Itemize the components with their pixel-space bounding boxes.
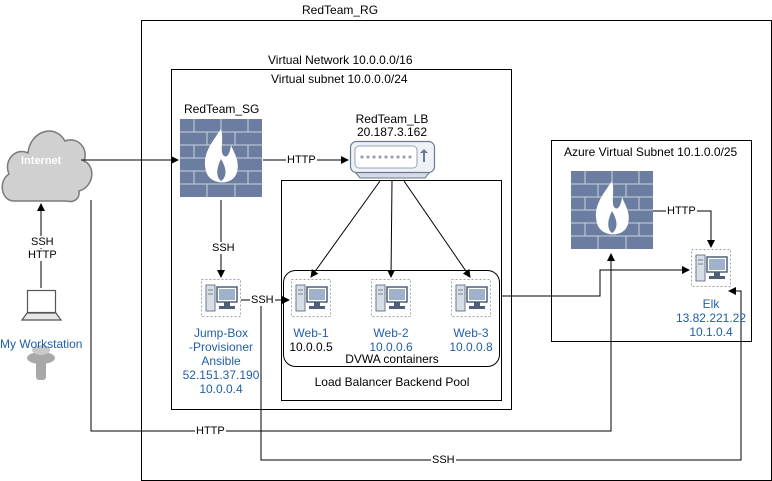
load-balancer-name: RedTeam_LB bbox=[355, 112, 429, 126]
workstation-label: My Workstation bbox=[0, 337, 83, 351]
edge-lb-to-web3 bbox=[403, 180, 471, 278]
azure-subnet-box bbox=[551, 140, 752, 342]
edge-label-bottom-http: HTTP bbox=[195, 425, 226, 437]
vnet-box bbox=[171, 69, 512, 410]
internet-cloud-icon bbox=[1, 130, 93, 203]
elk-public-ip: 13.82.221.22 bbox=[675, 311, 747, 325]
edge-label-workstation-ssh: SSH bbox=[30, 236, 55, 248]
jump-box-tool: Ansible bbox=[201, 354, 241, 368]
web-2-server-icon bbox=[370, 278, 412, 318]
elk-name: Elk bbox=[702, 297, 720, 311]
subnet-label: Virtual subnet 10.0.0.0/24 bbox=[271, 72, 408, 86]
edge-label-bottom-ssh: SSH bbox=[431, 454, 456, 466]
firewall-icon bbox=[570, 170, 654, 250]
internet-label: Internet bbox=[21, 155, 62, 167]
web-1-server-icon bbox=[290, 278, 332, 318]
jump-box-public-ip: 52.151.37.190 bbox=[182, 368, 260, 382]
web-2-ip: 10.0.0.6 bbox=[369, 340, 413, 354]
resource-group-box bbox=[141, 20, 772, 481]
web-3-name: Web-3 bbox=[453, 326, 489, 340]
jump-box-name: Jump-Box bbox=[193, 326, 249, 340]
backend-pool-label: Load Balancer Backend Pool bbox=[314, 375, 470, 389]
vnet-label: Virtual Network 10.0.0.0/16 bbox=[268, 53, 413, 67]
web-3-server-icon bbox=[450, 278, 492, 318]
jump-box-private-ip: 10.0.0.4 bbox=[199, 382, 243, 396]
edge-pool-to-elk bbox=[502, 266, 690, 297]
load-balancer-ip: 20.187.3.162 bbox=[356, 125, 428, 139]
elk-private-ip: 10.1.0.4 bbox=[689, 325, 733, 339]
elk-server-icon bbox=[690, 248, 732, 288]
edge-label-azure-http: HTTP bbox=[666, 205, 697, 217]
edge-bottom-http bbox=[90, 200, 615, 432]
user-icon bbox=[27, 345, 55, 380]
jump-box-role: -Provisioner bbox=[188, 340, 254, 354]
load-balancer-icon bbox=[349, 140, 436, 179]
web-1-name: Web-1 bbox=[293, 326, 329, 340]
edge-label-sg-to-lb: HTTP bbox=[286, 154, 317, 166]
web-2-name: Web-2 bbox=[373, 326, 409, 340]
security-group-label: RedTeam_SG bbox=[184, 102, 260, 116]
jump-box-server-icon bbox=[200, 278, 242, 318]
resource-group-label: RedTeam_RG bbox=[302, 3, 379, 17]
azure-subnet-label: Azure Virtual Subnet 10.1.0.0/25 bbox=[564, 145, 738, 159]
edge-lb-to-web2 bbox=[387, 180, 396, 278]
firewall-icon bbox=[179, 118, 263, 198]
backend-pool-box bbox=[281, 180, 502, 401]
dvwa-containers-label: DVWA containers bbox=[345, 352, 439, 366]
edge-bottom-ssh bbox=[260, 287, 742, 461]
laptop-icon bbox=[20, 289, 63, 321]
web-3-ip: 10.0.0.8 bbox=[449, 340, 493, 354]
edge-label-workstation-http: HTTP bbox=[27, 249, 58, 261]
edge-label-jump-to-web: SSH bbox=[250, 294, 275, 306]
edge-lb-to-web1 bbox=[310, 180, 381, 278]
edge-label-sg-to-jump: SSH bbox=[211, 242, 236, 254]
web-1-ip: 10.0.0.5 bbox=[289, 340, 333, 354]
